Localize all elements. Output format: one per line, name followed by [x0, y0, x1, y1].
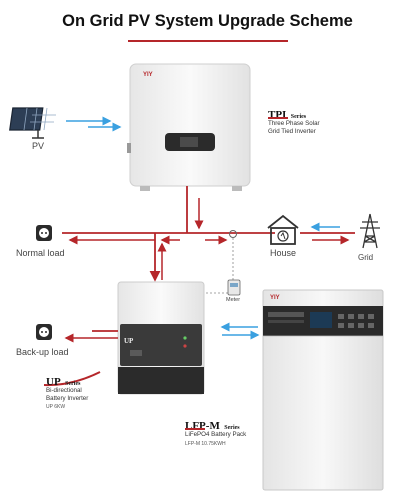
up-swoosh	[43, 371, 101, 387]
lfp-series-tag: Series	[224, 425, 240, 431]
up-inverter	[117, 281, 205, 395]
up-device-label: UP	[124, 337, 134, 345]
up-series-heading: UP Series	[46, 372, 80, 390]
tpi-series-tag: Series	[290, 114, 307, 120]
up-series-tag: Series	[65, 381, 81, 387]
title-underline	[128, 40, 288, 42]
lfp-model: LFP-M 10.75KWH	[185, 441, 226, 447]
meter-label: Meter	[226, 297, 241, 303]
grid-tower-icon	[360, 213, 380, 249]
tpi-accent-line	[268, 117, 288, 119]
backup-load-label: Back-up load	[16, 347, 69, 357]
up-desc-line2: Battery Inverter	[46, 395, 89, 402]
lfp-brand-logo: YIY	[270, 295, 280, 301]
lfp-battery	[262, 289, 384, 491]
tpi-inverter	[127, 63, 251, 191]
house-label: House	[270, 248, 297, 258]
tpi-desc-line2: Grid Tied Inverter	[268, 128, 316, 135]
tpi-brand-logo: YIY	[143, 72, 153, 78]
pv-label: PV	[32, 141, 45, 151]
grid-label: Grid	[358, 253, 374, 262]
diagram-title: On Grid PV System Upgrade Scheme	[62, 12, 353, 30]
normal-load-label: Normal load	[16, 248, 65, 258]
normal-load-socket-icon	[36, 225, 52, 241]
meter-icon	[227, 279, 241, 296]
tpi-desc-line1: Three Phase Solar	[268, 120, 320, 127]
solar-panel-icon	[9, 107, 56, 139]
up-model: UP 6KW	[46, 404, 66, 410]
up-series-name: UP	[46, 376, 61, 388]
up-desc-line1: Bi-directional	[46, 387, 82, 394]
lfp-desc: LiFePO4 Battery Pack	[185, 431, 247, 438]
ct-sensor-icon	[229, 230, 237, 238]
house-icon	[267, 214, 299, 245]
backup-load-socket-icon	[36, 324, 52, 340]
lfp-accent-line	[185, 428, 205, 430]
